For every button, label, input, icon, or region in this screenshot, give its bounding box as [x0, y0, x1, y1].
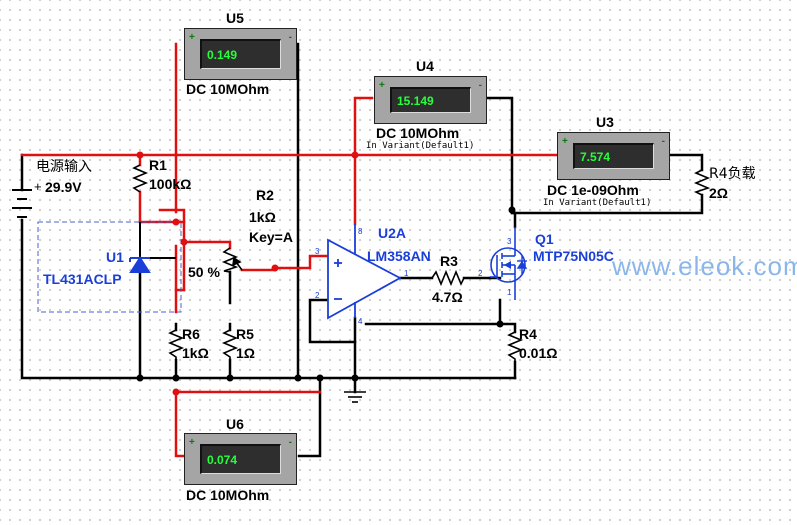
source-name: 电源输入	[36, 159, 92, 175]
meter-u3-ref: U3	[596, 114, 614, 130]
meter-u4-minus: -	[478, 80, 482, 91]
meter-u6-display: 0.074	[200, 444, 281, 474]
r6-ref: R6	[182, 326, 200, 342]
q1-pin-drain: 3	[507, 237, 512, 246]
source-voltage: 29.9V	[45, 179, 82, 195]
meter-u3[interactable]: + - 7.574	[557, 132, 670, 180]
mosfet-symbol	[490, 227, 526, 300]
meter-u5-display: 0.149	[200, 39, 281, 69]
meter-u4-plus: +	[379, 80, 385, 91]
meter-u3-plus: +	[562, 136, 568, 147]
meter-u3-mode: DC 1e-09Ohm	[547, 182, 639, 198]
u2a-pin-2: 2	[315, 291, 320, 300]
meter-u3-minus: -	[661, 136, 665, 147]
u2a-ref: U2A	[378, 225, 407, 241]
watermark: www.eleok.com	[612, 251, 797, 281]
r1-zigzag	[131, 164, 149, 193]
r2-key: Key=A	[249, 229, 293, 245]
r3-zigzag	[431, 269, 465, 287]
r6-value: 1kΩ	[182, 345, 209, 361]
meter-u4-ref: U4	[416, 58, 434, 74]
r6-zigzag	[167, 329, 185, 360]
tl431-symbol	[129, 256, 151, 273]
r3-ref: R3	[440, 253, 458, 269]
u1-connections	[139, 222, 176, 259]
r4-value: 0.01Ω	[519, 345, 558, 361]
q1-part: MTP75N05C	[533, 248, 614, 264]
r5-ref: R5	[236, 326, 254, 342]
r2-zigzag	[221, 247, 239, 273]
r2-wiper	[232, 256, 243, 271]
r5-zigzag	[221, 329, 239, 360]
r4-load-ref: R4负载	[709, 166, 756, 182]
meter-u5-mode: DC 10MOhm	[186, 81, 270, 97]
u2a-pin-3: 3	[315, 247, 320, 256]
meter-u6-plus: +	[189, 437, 195, 448]
u2a-pin-1: 1	[404, 269, 409, 278]
meter-u5-ref: U5	[226, 10, 244, 26]
meter-u5-plus: +	[189, 32, 195, 43]
u2a-pin-4: 4	[358, 317, 363, 326]
r3-value: 4.7Ω	[432, 289, 463, 305]
meter-u4-reading: 15.149	[397, 93, 434, 108]
meter-u4-variant: In Variant(Default1)	[366, 141, 475, 151]
u2a-pin-8: 8	[358, 227, 363, 236]
meter-u6-ref: U6	[226, 416, 244, 432]
q1-pin-gate: 2	[478, 269, 483, 278]
r4-zigzag	[506, 331, 524, 362]
battery-symbol	[12, 189, 32, 218]
mosfet-diode	[516, 256, 528, 274]
r4-load-value: 2Ω	[709, 185, 729, 201]
r2-ref: R2	[256, 187, 274, 203]
meter-u6-reading: 0.074	[207, 452, 238, 467]
meter-u5[interactable]: + - 0.149	[184, 28, 297, 80]
meter-u4-display: 15.149	[390, 87, 471, 113]
u1-dashed-box	[37, 221, 182, 313]
meter-u5-minus: -	[288, 32, 292, 43]
r1-value: 100kΩ	[149, 176, 192, 192]
resistor-symbols	[131, 164, 711, 362]
r5-value: 1Ω	[236, 345, 256, 361]
junction-dots	[136, 151, 516, 396]
meter-u6-mode: DC 10MOhm	[186, 487, 270, 503]
r2-percent: 50 %	[188, 264, 220, 280]
meter-u6[interactable]: + - 0.074	[184, 433, 297, 485]
q1-pin-source: 1	[507, 288, 512, 297]
r2-value: 1kΩ	[249, 209, 276, 225]
r1-ref: R1	[149, 157, 167, 173]
meter-u6-minus: -	[288, 437, 292, 448]
opamp-symbol	[327, 238, 402, 320]
source-plus: +	[34, 179, 42, 194]
u2a-part: LM358AN	[367, 248, 431, 264]
q1-ref: Q1	[535, 231, 554, 247]
mosfet-arrow	[504, 261, 511, 269]
u1-ref: U1	[106, 249, 124, 265]
meter-u3-display: 7.574	[573, 143, 654, 169]
red-wires	[20, 42, 562, 458]
meter-u5-reading: 0.149	[207, 47, 238, 62]
r4-load-zigzag	[693, 169, 711, 196]
r4-ref: R4	[519, 326, 537, 342]
ground-symbol	[344, 391, 366, 403]
meter-u3-variant: In Variant(Default1)	[543, 198, 652, 208]
meter-u4-mode: DC 10MOhm	[376, 125, 460, 141]
meter-u3-reading: 7.574	[580, 149, 611, 164]
u1-part: TL431ACLP	[43, 271, 122, 287]
meter-u4[interactable]: + - 15.149	[374, 76, 487, 124]
